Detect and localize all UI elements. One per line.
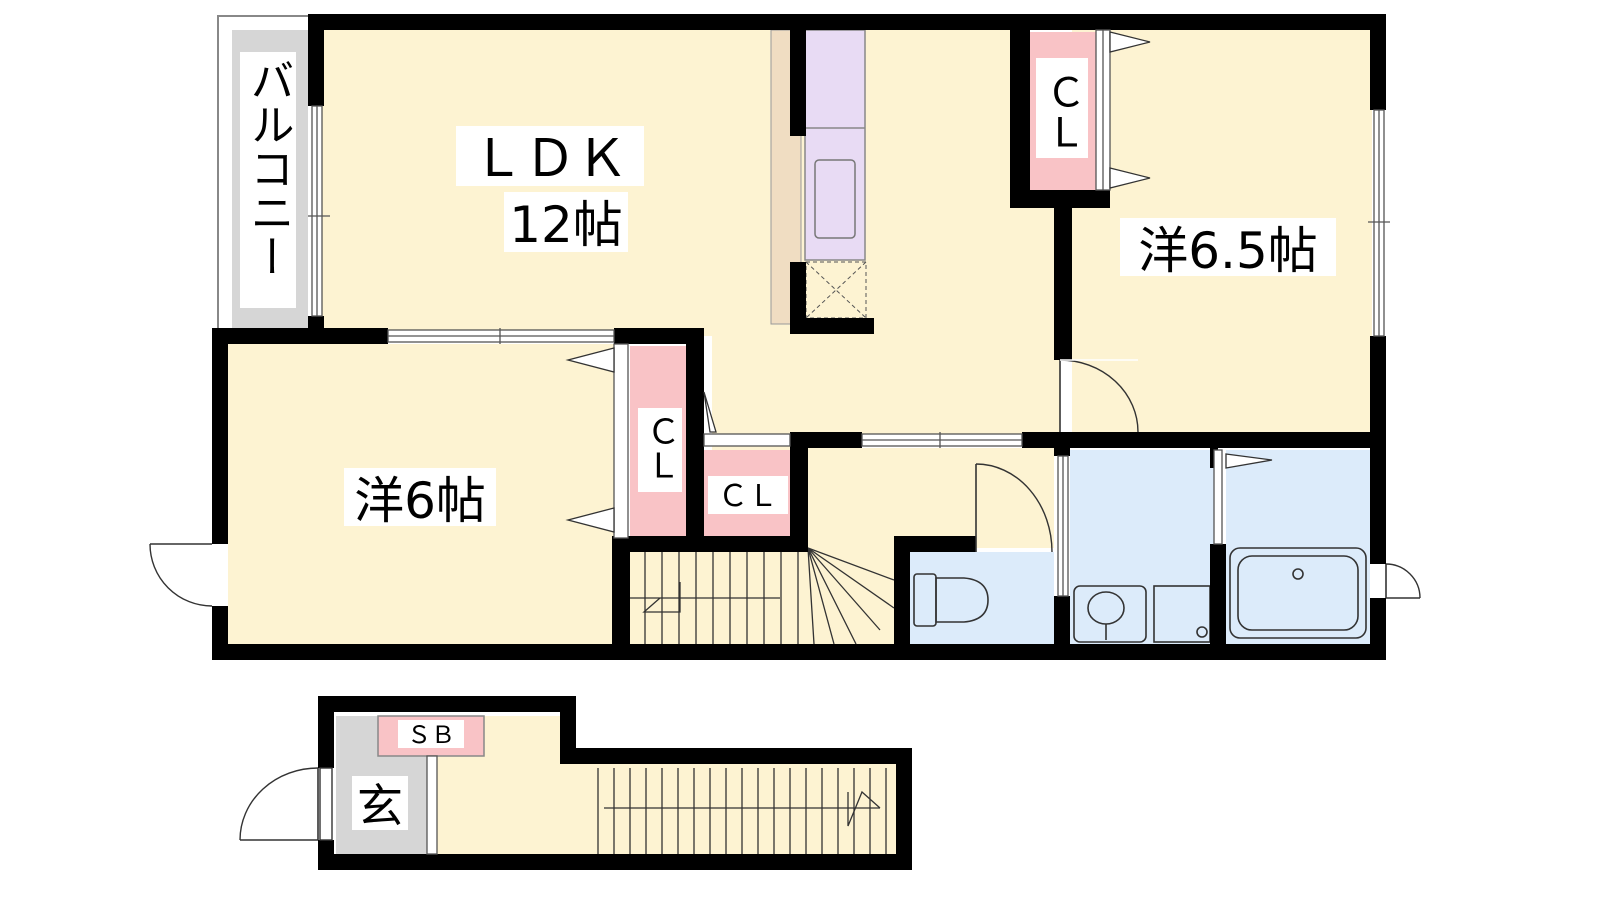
entrance-label: 玄 [357,779,403,833]
door-balcony-6 [149,543,213,607]
fridge-space [805,261,867,319]
doors [149,359,1421,841]
door-western-65 [1059,359,1139,433]
stairs-upper [628,547,895,645]
door-bathroom [1385,563,1421,599]
stairs-lower [597,768,887,854]
toilet-icon [913,573,989,627]
closet-w-label: ＣＬ [640,414,680,482]
bathtub-icon [1229,547,1367,639]
closet-ne-label: ＣＬ [1039,72,1085,152]
ldk-size-label: 12帖 [509,196,623,254]
ldk-name-label: ＬＤＫ [472,129,628,189]
windows [308,29,1390,855]
shoe-box-label: ＳＢ [407,721,455,749]
door-toilet [975,463,1053,553]
sink-icon [814,159,856,239]
balcony-label-bg [240,52,296,308]
labels: バルコニー ＬＤＫ 12帖 洋6.5帖 洋6帖 ＣＬ ＣＬ ＣＬ ＳＢ 玄 [240,52,1336,833]
fixtures [913,547,1367,643]
lower-stair-floor [562,764,896,854]
washroom-floor [1070,450,1214,644]
toilet-floor [910,552,1054,644]
door-entrance [239,767,333,841]
western-6-label: 洋6帖 [354,472,486,530]
bathroom-floor [1226,450,1370,644]
washbasin-icon [1073,585,1147,643]
walls [212,14,1386,870]
hall-floor [808,448,1054,548]
closet-c-label: ＣＬ [718,479,778,514]
stair-floor [628,548,894,644]
floor-fills [217,15,1372,854]
balcony-label: バルコニー [243,58,294,278]
door-arrows [565,31,1273,533]
western-65-label: 洋6.5帖 [1138,222,1318,280]
